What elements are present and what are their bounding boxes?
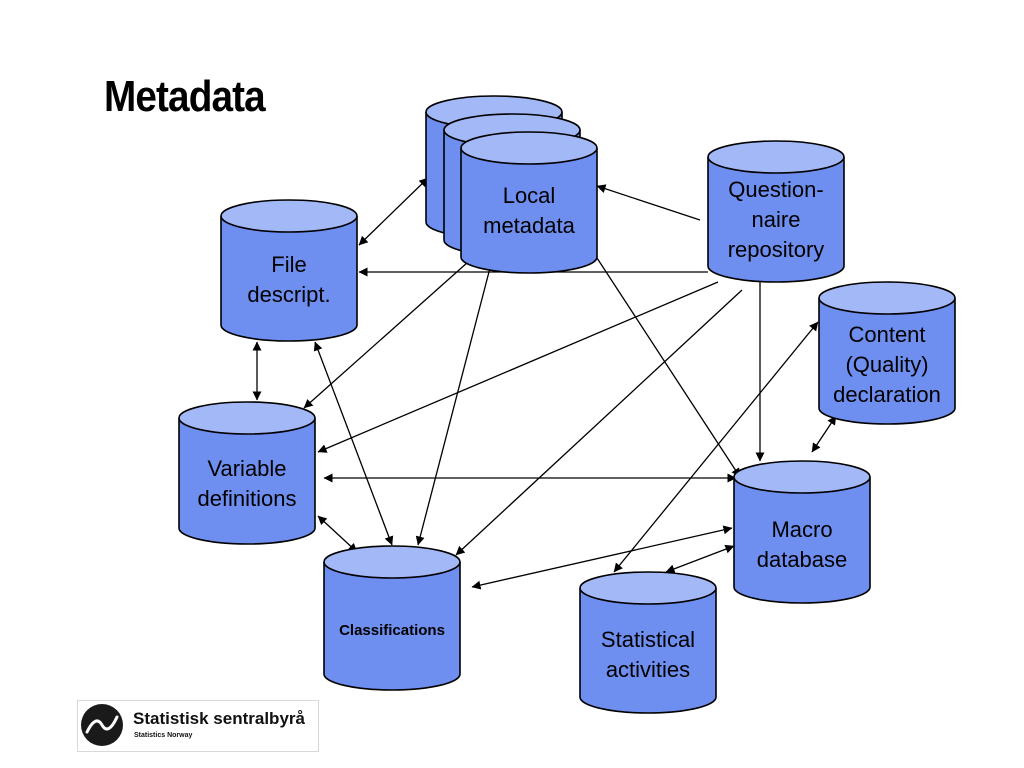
edge-content-macro <box>811 415 837 453</box>
variable-definitions-cylinder: Variable definitions <box>178 401 316 545</box>
edge-questionnaire-local <box>596 184 701 221</box>
macro-database-label-2: database <box>757 547 848 572</box>
statistics-norway-logo: Statistisk sentralbyrå Statistics Norway <box>77 700 319 752</box>
statistical-activities-label-1: Statistical <box>601 627 695 652</box>
local-metadata-label-1: Local <box>503 183 556 208</box>
local-metadata-cylinder: Local metadata <box>425 95 598 274</box>
questionnaire-label-1: Question- <box>728 177 823 202</box>
macro-database-cylinder: Macro database <box>733 460 871 604</box>
page-title: Metadata <box>104 72 266 121</box>
statistical-activities-cylinder: Statistical activities <box>579 571 717 714</box>
logo-name: Statistisk sentralbyrå <box>133 709 305 728</box>
questionnaire-repository-cylinder: Question- naire repository <box>707 140 845 283</box>
content-quality-declaration-cylinder: Content (Quality) declaration <box>818 281 956 425</box>
classifications-cylinder: Classifications <box>323 545 461 691</box>
edge-variable-classifications <box>317 515 358 553</box>
edge-local-classifications <box>415 267 491 546</box>
variable-definitions-label-1: Variable <box>207 456 286 481</box>
file-descript-label-2: descript. <box>247 282 330 307</box>
local-metadata-label-2: metadata <box>483 213 575 238</box>
content-quality-label-2: (Quality) <box>845 352 928 377</box>
content-quality-label-1: Content <box>848 322 925 347</box>
edge-classifications-macro <box>471 525 733 590</box>
content-quality-label-3: declaration <box>833 382 941 407</box>
classifications-label: Classifications <box>339 622 445 639</box>
file-descript-cylinder: File descript. <box>220 199 358 342</box>
edge-file-local <box>358 177 429 246</box>
file-descript-label-1: File <box>271 252 306 277</box>
edge-questionnaire-classifications <box>455 289 743 556</box>
variable-definitions-label-2: definitions <box>197 486 296 511</box>
edge-macro-statistical <box>665 544 735 574</box>
ssb-logo-icon <box>81 704 123 746</box>
questionnaire-label-3: repository <box>728 237 825 262</box>
local-metadata-cylinder-front: Local metadata <box>460 131 598 274</box>
questionnaire-label-2: naire <box>752 207 801 232</box>
logo-subtitle: Statistics Norway <box>134 732 193 739</box>
macro-database-label-1: Macro <box>771 517 832 542</box>
edge-file-classifications <box>313 341 394 546</box>
statistical-activities-label-2: activities <box>606 657 690 682</box>
